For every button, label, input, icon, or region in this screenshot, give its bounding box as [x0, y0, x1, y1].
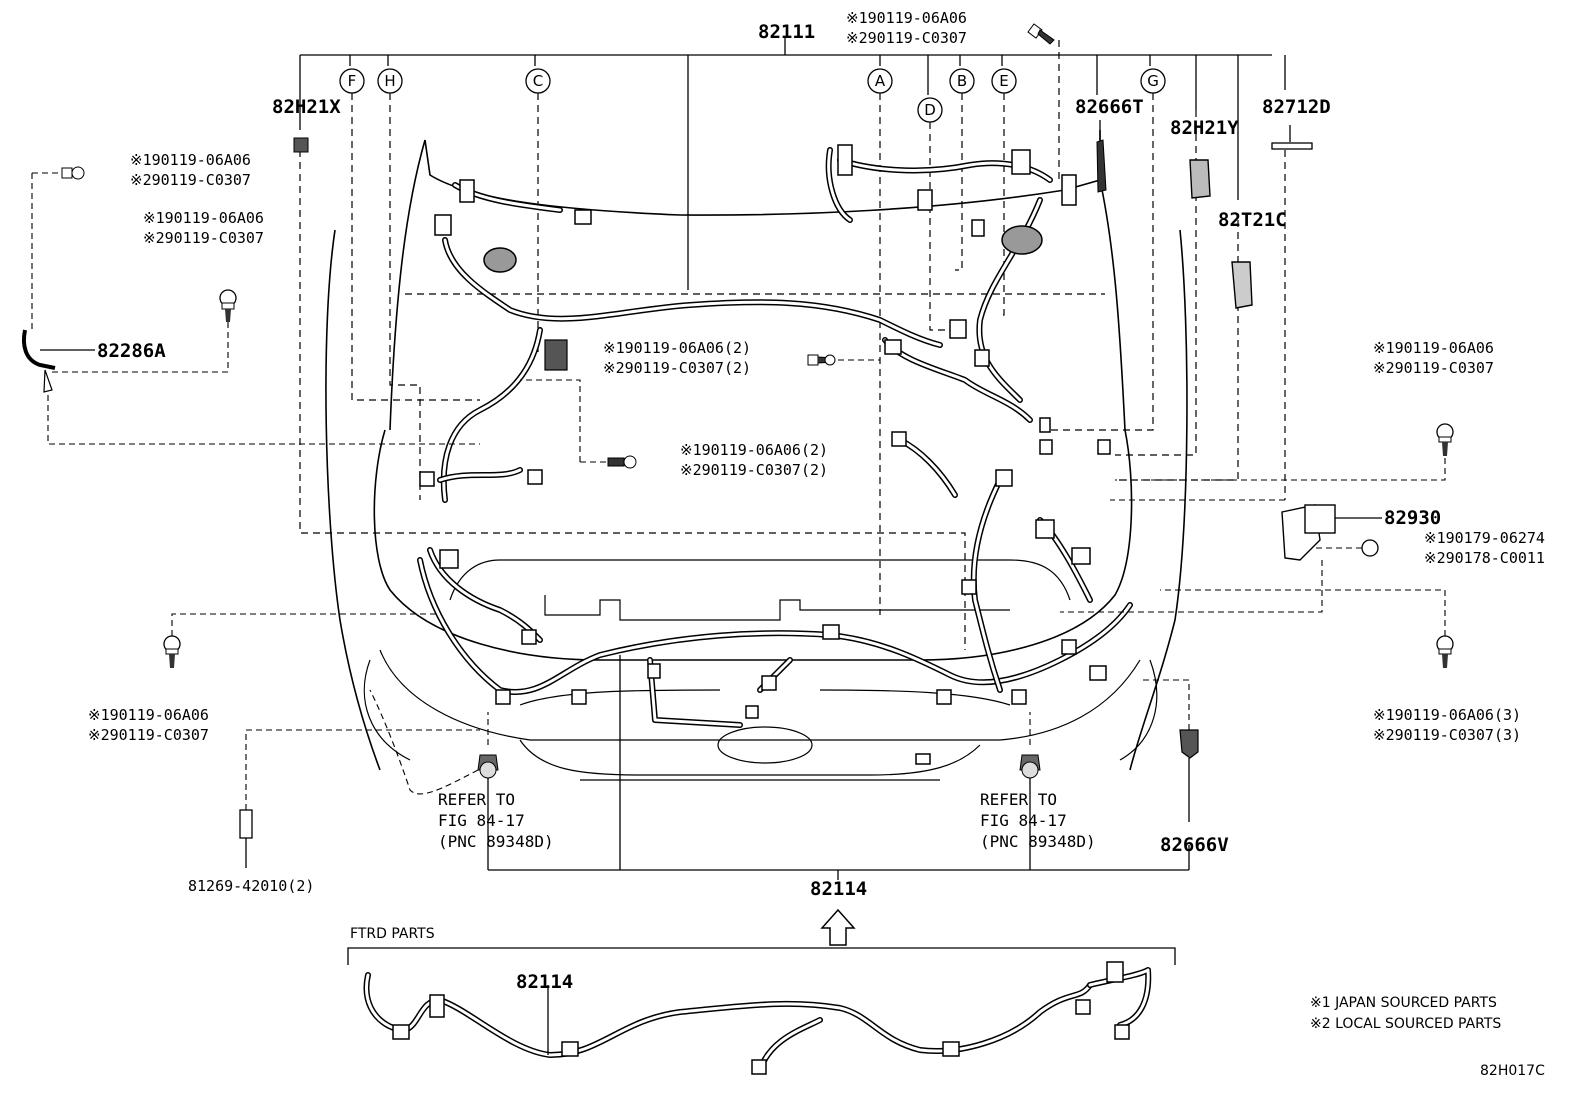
refer-note-left: (PNC 89348D) — [438, 832, 554, 851]
fastener-label: ※190179-06274 — [1424, 529, 1545, 547]
callout-letter: G — [1147, 72, 1159, 90]
sensor-icon — [369, 689, 499, 795]
callout-letter: F — [348, 72, 357, 90]
fastener-label: ※290119-C0307(3) — [1373, 726, 1521, 744]
callout-circle-a: A — [867, 68, 893, 94]
part-label-82712d: 82712D — [1262, 96, 1331, 118]
part-label-82h21x: 82H21X — [272, 96, 341, 118]
part-82666t: 82666T — [1075, 96, 1144, 193]
bolt-icon — [1160, 589, 1454, 668]
fastener-label: ※290119-C0307 — [130, 171, 251, 189]
legend-item: ※2 LOCAL SOURCED PARTS — [1310, 1016, 1501, 1032]
fastener-label: ※190119-06A06 — [88, 706, 209, 724]
legend-item: ※1 JAPAN SOURCED PARTS — [1310, 995, 1497, 1011]
part-label-82114-ftrd: 82114 — [516, 971, 573, 993]
bolt-icon — [1027, 23, 1055, 45]
part-82286a: 82286A — [21, 172, 480, 445]
refer-note-right: FIG 84-17 — [980, 811, 1067, 830]
part-label-82930: 82930 — [1384, 507, 1441, 529]
fastener-label: ※290119-C0307(2) — [603, 359, 751, 377]
part-label-82t21c: 82T21C — [1218, 209, 1287, 231]
bolt-icon — [520, 379, 637, 469]
refer-note-left: REFER TO — [438, 790, 515, 809]
part-82h21x: 82H21X — [272, 96, 341, 153]
ftrd-parts-group — [347, 947, 1176, 1075]
callout-letter: D — [924, 101, 936, 119]
bolt-icon — [1115, 423, 1454, 481]
fastener-label: ※290119-C0307 — [143, 229, 264, 247]
diagram-id: 82H017C — [1480, 1063, 1545, 1079]
up-arrow-icon — [820, 908, 856, 946]
callout-circles: F H C A D B E G — [339, 68, 1166, 123]
bolt-icon — [61, 166, 85, 180]
callout-circle-f: F — [339, 68, 365, 94]
part-label-82666t: 82666T — [1075, 96, 1144, 118]
bolt-icon — [807, 354, 880, 366]
clip-icon — [1310, 539, 1379, 557]
part-label-82666v: 82666V — [1160, 834, 1229, 856]
part-label-82h21y: 82H21Y — [1170, 117, 1239, 139]
connectors — [419, 144, 1111, 765]
part-82t21c: 82T21C — [1218, 209, 1287, 309]
bolts — [61, 23, 1454, 668]
part-81269: 81269-42010(2) — [188, 729, 480, 895]
fastener-label: ※290119-C0307 — [846, 29, 967, 47]
bolt-icon — [219, 289, 237, 322]
part-82h21y: 82H21Y — [1170, 117, 1239, 199]
ftrd-label: FTRD PARTS — [350, 926, 435, 942]
callout-letter: E — [999, 72, 1008, 90]
part-label-82286a: 82286A — [97, 340, 166, 362]
refer-note-right: (PNC 89348D) — [980, 832, 1096, 851]
fastener-label: ※190119-06A06(3) — [1373, 706, 1521, 724]
callout-letter: A — [875, 72, 886, 90]
part-82712d: 82712D — [1262, 96, 1331, 150]
fastener-label: ※190119-06A06 — [1373, 339, 1494, 357]
sensor-icon — [1019, 712, 1041, 779]
fastener-label: ※290119-C0307 — [88, 726, 209, 744]
part-82666v: 82666V — [1140, 679, 1229, 856]
callout-letter: H — [384, 72, 395, 90]
part-label-82111: 82111 — [758, 21, 815, 43]
fastener-label: ※190119-06A06(2) — [680, 441, 828, 459]
part-label-82114: 82114 — [810, 878, 867, 900]
part-82930: 82930 — [1060, 499, 1441, 613]
callout-circle-b: B — [949, 68, 975, 94]
front-harness-leader-bracket — [487, 655, 1190, 880]
refer-note-left: FIG 84-17 — [438, 811, 525, 830]
part-label-81269: 81269-42010(2) — [188, 877, 314, 895]
fastener-label: ※290119-C0307(2) — [680, 461, 828, 479]
fastener-label: ※290178-C0011 — [1424, 549, 1545, 567]
grommets — [483, 225, 1043, 273]
callout-circle-h: H — [377, 68, 403, 94]
fastener-label: ※290119-C0307 — [1373, 359, 1494, 377]
callout-circle-c: C — [525, 68, 551, 94]
fastener-label: ※190119-06A06(2) — [603, 339, 751, 357]
callout-circle-e: E — [991, 68, 1017, 94]
sensors — [369, 689, 1041, 795]
bolt-icon — [163, 613, 440, 668]
labels: 82111 82114 82114 FTRD PARTS ※190119-06A… — [88, 9, 1545, 1079]
fastener-label: ※190119-06A06 — [846, 9, 967, 27]
refer-note-right: REFER TO — [980, 790, 1057, 809]
callout-circle-g: G — [1140, 68, 1166, 94]
fastener-label: ※190119-06A06 — [130, 151, 251, 169]
callout-circle-d: D — [917, 97, 943, 123]
main-harness-leader-bracket — [299, 38, 1286, 290]
callout-letter: C — [533, 72, 543, 90]
fastener-label: ※190119-06A06 — [143, 209, 264, 227]
callout-letter: B — [957, 72, 967, 90]
